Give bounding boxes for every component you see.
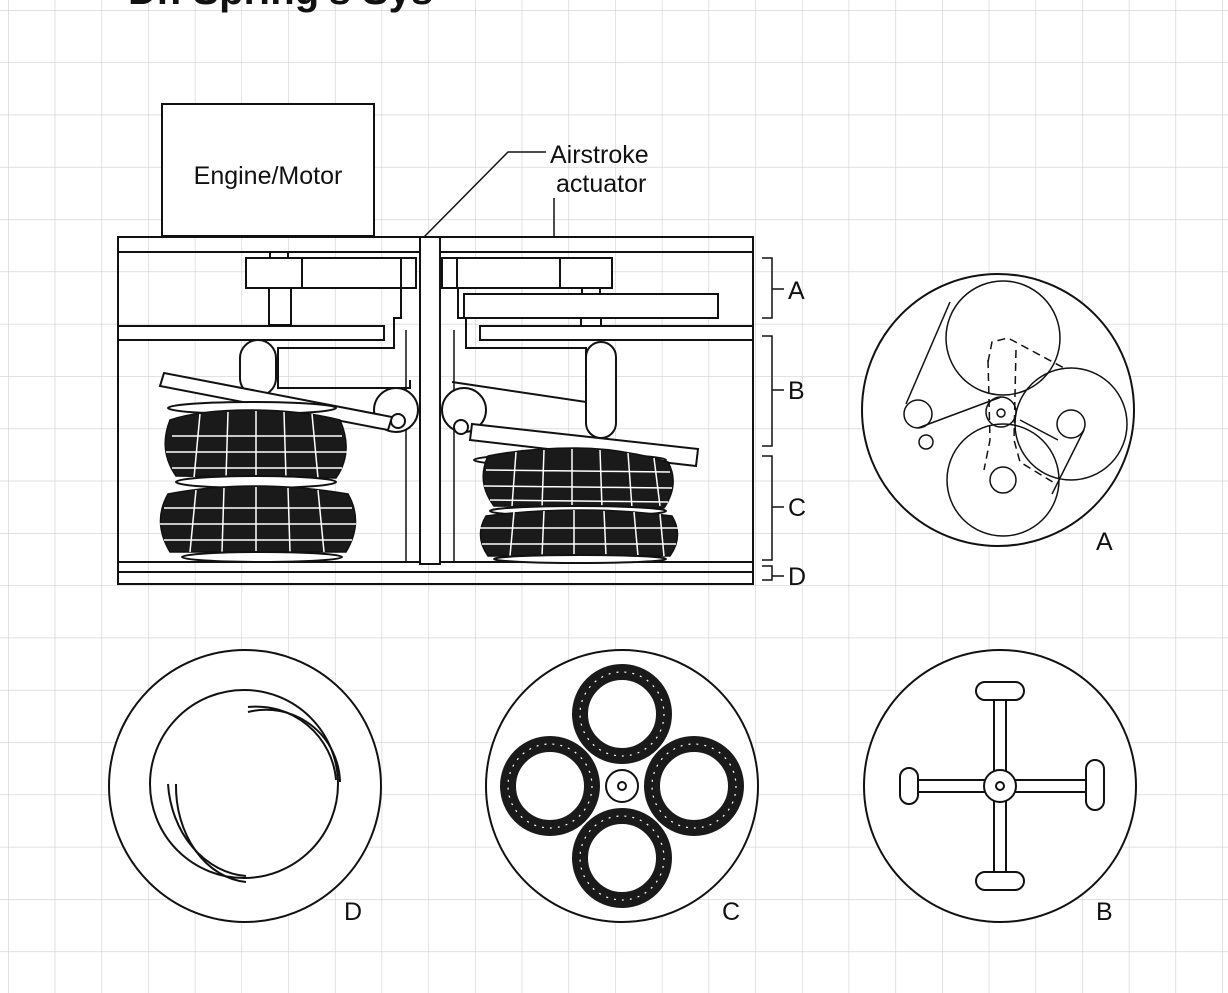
page-title: Dr. Spring's Sys <box>128 0 433 13</box>
view-a-dashed-path-1 <box>987 337 1065 369</box>
view-c-bellow-left-ribs <box>507 743 593 829</box>
view-c-label: C <box>722 898 740 926</box>
motor-shaft-collar <box>269 251 289 259</box>
view-c-bellow-bottom-ribs <box>579 815 665 901</box>
motor-shaft <box>268 287 292 326</box>
left-roller <box>239 339 277 397</box>
actuator-leader-line <box>423 151 546 238</box>
section-label-b: B <box>788 377 805 405</box>
right-pulley-block <box>559 257 613 289</box>
view-d-outer-arc-bottom-inner <box>167 783 247 877</box>
actuator-label-line2: actuator <box>556 170 646 198</box>
right-bellows-bottom-bead <box>493 554 667 564</box>
view-c-center-pin <box>617 781 627 791</box>
view-b-roller-right <box>1085 759 1105 811</box>
airstroke-actuator-shaft <box>419 236 441 565</box>
view-a-pulley-right <box>1014 367 1128 481</box>
view-a-belt-2 <box>917 396 1002 429</box>
view-c-bellow-top-ribs <box>579 671 665 757</box>
right-bellows-upper <box>482 447 674 509</box>
right-pulley-hub <box>441 257 458 289</box>
view-a-hub-bottom <box>989 466 1017 494</box>
left-pivot-pin <box>390 413 406 429</box>
view-a-pulley-top <box>945 280 1061 396</box>
view-a-center-pin <box>996 408 1006 418</box>
top-view-a: A <box>861 273 1135 556</box>
left-pulley-hub <box>400 257 417 289</box>
view-d-label: D <box>344 898 362 926</box>
right-shaft-top <box>581 287 601 295</box>
top-view-d: D <box>108 649 382 926</box>
view-b-label: B <box>1096 898 1113 926</box>
left-bellows-upper-ribs <box>166 411 348 479</box>
view-a-dashed-path-2 <box>983 359 991 471</box>
left-bellows-lower <box>159 485 357 553</box>
left-bellows-bottom-bead <box>181 551 343 563</box>
left-bellows-lower-ribs <box>160 487 356 553</box>
bracket-a <box>762 257 773 319</box>
section-label-d: D <box>788 563 806 591</box>
top-view-b: B <box>863 649 1137 926</box>
section-label-c: C <box>788 494 806 522</box>
view-b-roller-bottom <box>975 871 1025 891</box>
view-a-idler <box>918 434 934 450</box>
view-d-outer-arc-top-inner <box>247 708 341 783</box>
right-bellows-stack <box>473 447 679 564</box>
view-b-roller-top <box>975 681 1025 701</box>
main-cross-section: Engine/Motor <box>117 103 806 591</box>
bracket-c <box>762 455 773 561</box>
view-b-center-pin <box>995 781 1005 791</box>
actuator-label-line1: Airstroke <box>550 141 649 169</box>
view-a-belt-1 <box>905 301 951 405</box>
view-a-belt-3 <box>1019 419 1059 441</box>
right-bellows-upper-ribs <box>483 449 673 509</box>
section-label-a: A <box>788 277 805 305</box>
top-view-c: C <box>485 649 759 926</box>
left-bellows-stack <box>159 401 357 563</box>
view-d-outer-arc-top <box>247 705 337 781</box>
bracket-b <box>762 335 773 447</box>
right-divider-plate <box>479 325 754 341</box>
view-b-roller-left <box>899 767 919 805</box>
left-linkage-arm <box>277 288 411 389</box>
left-divider-plate <box>117 325 385 341</box>
view-a-label: A <box>1096 528 1113 556</box>
right-roller <box>585 341 617 439</box>
view-a-hub-right <box>1056 409 1086 439</box>
view-a-belt-4 <box>1051 429 1085 495</box>
engine-motor-label: Engine/Motor <box>194 162 343 190</box>
right-bellows-lower-ribs <box>480 510 678 557</box>
view-d-center-ring <box>149 689 339 879</box>
motor-pulley <box>245 257 303 289</box>
view-a-dashed-path-3 <box>1013 349 1057 485</box>
right-pivot-pin <box>453 419 469 435</box>
lower-pulley-right <box>463 293 719 319</box>
right-shaft-collar <box>580 317 602 327</box>
view-c-bellow-right-ribs <box>651 743 737 829</box>
bracket-d <box>762 565 773 581</box>
